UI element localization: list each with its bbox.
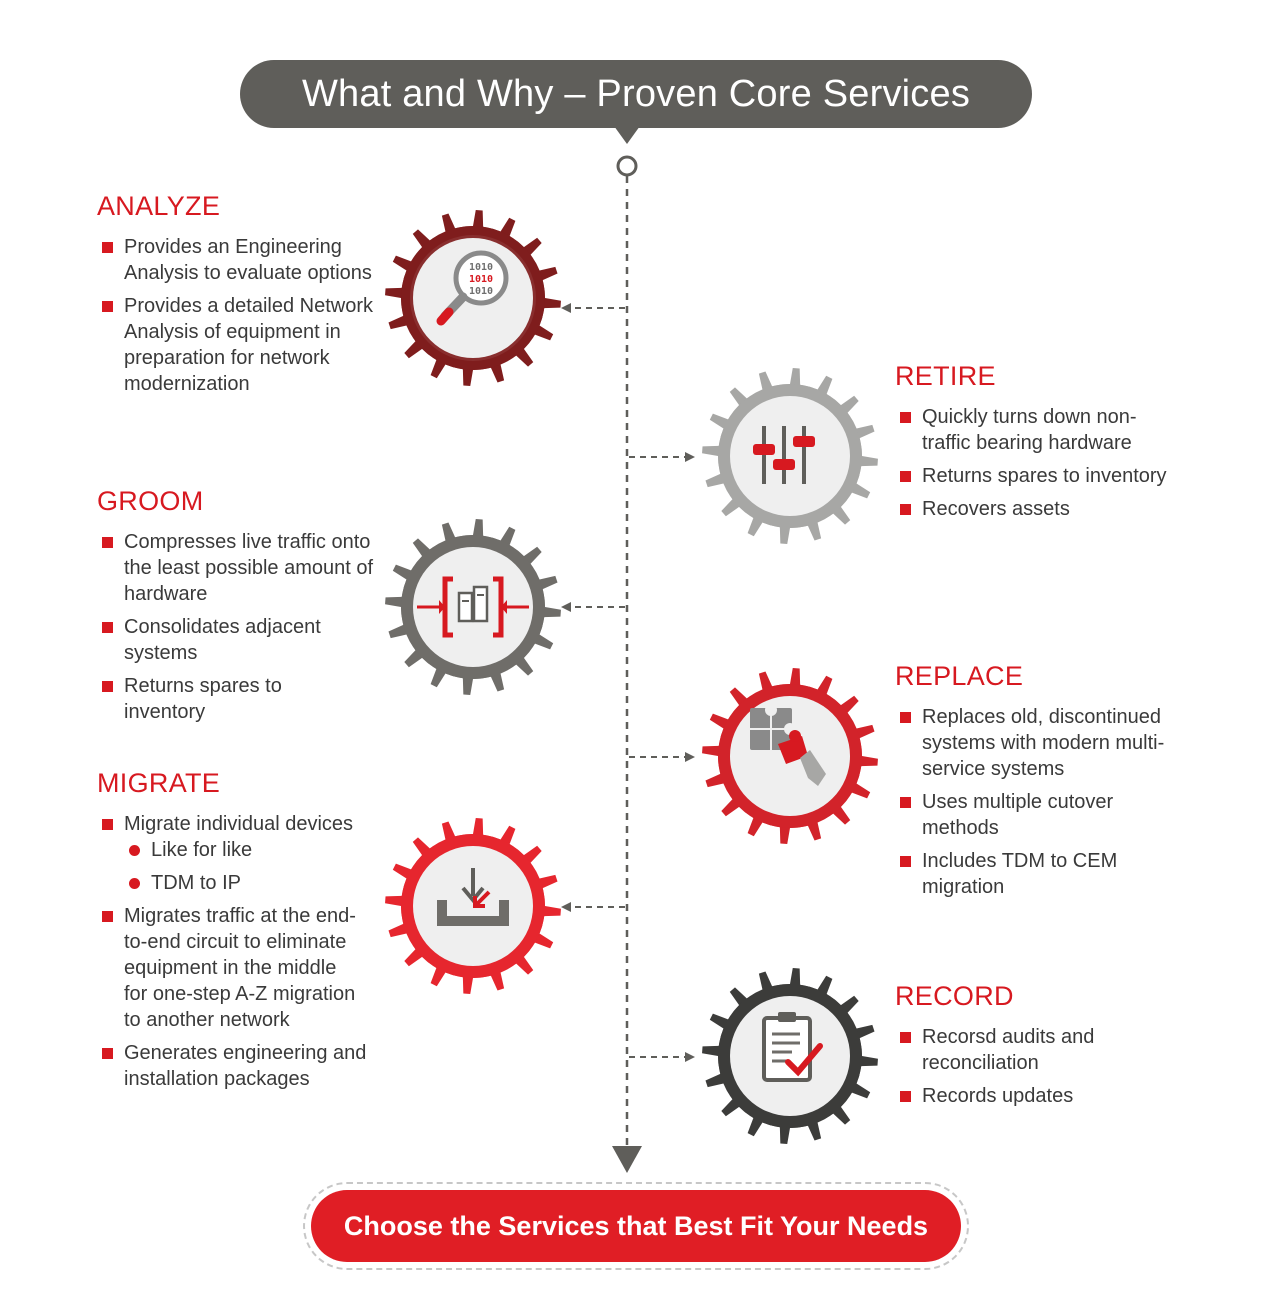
retire-bullet-3: Recovers assets — [895, 496, 1205, 522]
retire-heading: RETIRE — [895, 361, 996, 391]
title-pointer — [614, 126, 640, 144]
timeline-end-arrow — [612, 1146, 642, 1173]
replace-bullet-3: Includes TDM to CEM migration — [895, 848, 1132, 900]
groom-heading: GROOM — [97, 486, 204, 516]
analyze-bullet-2: Provides a detailed Network Analysis of … — [97, 293, 387, 397]
migrate-bullet-1-text: Migrate individual devices — [124, 813, 354, 835]
cta-button[interactable]: Choose the Services that Best Fit Your N… — [311, 1190, 961, 1262]
retire-section: RETIRE Quickly turns down non-traffic be… — [895, 361, 1205, 529]
migrate-bullet-2: Migrates traffic at the end-to-end circu… — [97, 903, 359, 1033]
compress-hardware-icon — [417, 576, 529, 638]
groom-bullet-2: Consolidates adjacent systems — [97, 614, 334, 666]
record-bullet-1: Recorsd audits and reconciliation — [895, 1024, 1122, 1076]
replace-heading: REPLACE — [895, 661, 1024, 691]
retire-bullet-1: Quickly turns down non-traffic bearing h… — [895, 404, 1172, 456]
page-title: What and Why – Proven Core Services — [240, 60, 1032, 128]
cta-dashed-border — [303, 1182, 969, 1270]
migrate-sub-bullet-1: Like for like — [124, 837, 382, 863]
migrate-sub-bullet-2: TDM to IP — [124, 870, 382, 896]
migrate-gear — [383, 816, 563, 996]
analyze-heading: ANALYZE — [97, 191, 221, 221]
clipboard-check-icon — [762, 1012, 823, 1082]
migrate-heading: MIGRATE — [97, 768, 221, 798]
download-tray-icon — [437, 868, 509, 926]
magnifier-binary-icon: 1010 1010 1010 — [436, 250, 509, 326]
analyze-bullet-1: Provides an Engineering Analysis to eval… — [97, 234, 387, 286]
binary-row-2: 1010 — [469, 274, 493, 285]
binary-row-1: 1010 — [469, 262, 493, 273]
replace-gear — [700, 666, 880, 846]
record-gear — [700, 966, 880, 1146]
analyze-section: ANALYZE Provides an Engineering Analysis… — [97, 191, 387, 404]
groom-section: GROOM Compresses live traffic onto the l… — [97, 486, 382, 732]
replace-section: REPLACE Replaces old, discontinued syste… — [895, 661, 1195, 907]
record-heading: RECORD — [895, 981, 1014, 1011]
groom-gear — [383, 517, 563, 697]
record-section: RECORD Recorsd audits and reconciliation… — [895, 981, 1195, 1116]
migrate-bullet-3: Generates engineering and installation p… — [97, 1040, 382, 1092]
record-bullet-2: Records updates — [895, 1083, 1195, 1109]
retire-bullet-2: Returns spares to inventory — [895, 463, 1205, 489]
timeline-start-dot — [616, 155, 638, 177]
groom-bullet-1: Compresses live traffic onto the least p… — [97, 529, 382, 607]
groom-bullet-3: Returns spares to inventory — [97, 673, 314, 725]
replace-bullet-2: Uses multiple cutover methods — [895, 789, 1132, 841]
replace-bullet-1: Replaces old, discontinued systems with … — [895, 704, 1187, 782]
binary-row-3: 1010 — [469, 286, 493, 297]
migrate-bullet-1: Migrate individual devices Like for like… — [97, 811, 382, 896]
puzzle-hand-icon — [750, 704, 826, 786]
analyze-gear: 1010 1010 1010 — [383, 208, 563, 388]
sliders-icon — [753, 426, 815, 484]
migrate-section: MIGRATE Migrate individual devices Like … — [97, 768, 382, 1099]
retire-gear — [700, 366, 880, 546]
